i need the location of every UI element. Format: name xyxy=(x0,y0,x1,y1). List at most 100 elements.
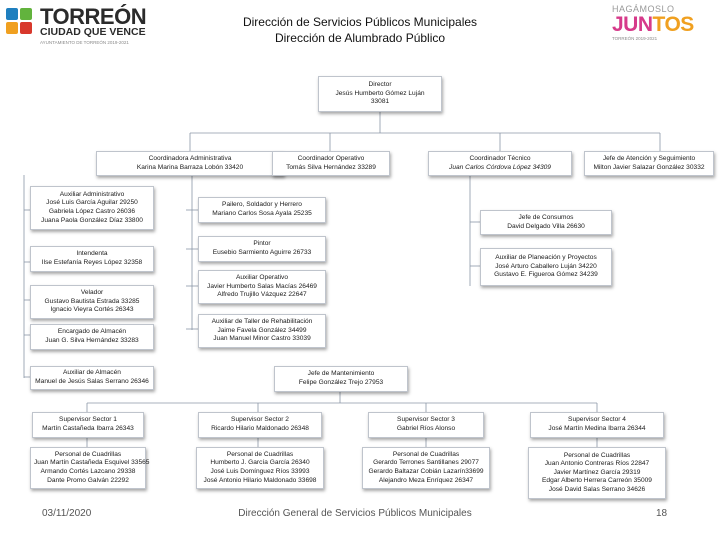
person-name: José Arturo Caballero Luján 34220 xyxy=(495,262,597,270)
torreon-logo-mark-icon xyxy=(6,8,36,38)
role-label: Auxiliar Operativo xyxy=(235,274,289,282)
cuadrillas-sector-4-box: Personal de Cuadrillas Juan Antonio Cont… xyxy=(528,447,666,499)
person-name: Felipe González Trejo 27953 xyxy=(298,379,384,386)
director-box: Director Jesús Humberto Gómez Luján 3308… xyxy=(318,76,442,112)
person-name: Ricardo Hilario Maldonado 26348 xyxy=(211,425,309,432)
role-label: Jefe de Consumos xyxy=(518,213,574,221)
person-name: Dante Promo Galván 22292 xyxy=(47,476,129,484)
person-name: Armando Cortés Lazcano 29338 xyxy=(40,468,136,475)
supervisor-sector-2-box: Supervisor Sector 2 Ricardo Hilario Mald… xyxy=(198,412,322,438)
role-label: Jefe de Atención y Seguimiento xyxy=(602,154,696,162)
role-label: Supervisor Sector 2 xyxy=(231,416,289,424)
person-name: José Luis García Aguilar 29250 xyxy=(46,199,138,207)
role-label: Coordinador Operativo xyxy=(297,154,365,162)
role-label: Personal de Cuadrillas xyxy=(392,450,460,458)
role-label: Personal de Cuadrillas xyxy=(226,450,294,458)
person-name: Gerardo Baltazar Cobián Lazarín33699 xyxy=(368,468,484,475)
person-name: Juan Carlos Córdova López 34309 xyxy=(449,163,551,171)
person-name: Mariano Carlos Sosa Ayala 25235 xyxy=(212,210,312,217)
juntos-logo-small-text: TORREÓN 2019-2021 xyxy=(612,36,658,41)
juntos-logo-main: JUNTOS xyxy=(612,13,695,36)
person-name: Humberto J. García García 26340 xyxy=(210,459,310,467)
role-label: Velador xyxy=(80,289,104,297)
person-name: Javier Martínez García 29319 xyxy=(553,468,641,476)
person-name: Edgar Alberto Herrera Carreón 35009 xyxy=(542,477,652,485)
cuadrillas-sector-1-box: Personal de Cuadrillas Juan Martín Casta… xyxy=(30,447,149,489)
person-name: José Luis Domínguez Ríos 33993 xyxy=(210,468,310,475)
aux-operativo-box: Auxiliar Operativo Javier Humberto Salas… xyxy=(198,270,326,304)
page-number: 18 xyxy=(656,508,668,519)
juntos-logo-main-a: JUN xyxy=(612,13,653,36)
page-title-line-2: Dirección de Alumbrado Público xyxy=(274,31,446,45)
role-label: Encargado de Almacén xyxy=(57,328,127,336)
coord-admin-box: Coordinadora Administrativa Karina Marin… xyxy=(96,151,284,176)
jefe-atencion-box: Jefe de Atención y Seguimiento Milton Ja… xyxy=(584,151,714,176)
torreon-logo-title: TORREÓN xyxy=(40,4,147,29)
person-name: Gustavo E. Figueroa Gómez 34239 xyxy=(494,271,598,279)
coord-tec-box: Coordinador Técnico Juan Carlos Córdova … xyxy=(428,151,572,176)
person-name: Alejandro Meza Enríquez 26347 xyxy=(378,476,474,484)
cuadrillas-sector-3-box: Personal de Cuadrillas Gerardo Terrones … xyxy=(362,447,490,489)
person-name: José David Salas Serrano 34626 xyxy=(548,485,646,493)
role-label: Jefe de Mantenimiento xyxy=(307,370,375,378)
footer-date: 03/11/2020 xyxy=(42,508,92,519)
cuadrillas-sector-2-box: Personal de Cuadrillas Humberto J. Garcí… xyxy=(196,447,324,489)
person-name: Javier Humberto Salas Macías 26469 xyxy=(207,282,317,290)
person-name: Juan Antonio Contreras Ríos 22847 xyxy=(544,460,650,468)
person-name: Gerardo Terrones Santillanes 29077 xyxy=(373,459,479,467)
role-label: Pintor xyxy=(253,240,271,248)
person-name: Juan Manuel Minor Castro 33039 xyxy=(213,335,311,343)
person-name: José Martín Medina Ibarra 26344 xyxy=(548,425,646,432)
torreon-logo: TORREÓN CIUDAD QUE VENCE AYUNTAMIENTO DE… xyxy=(6,6,156,50)
person-name: Jesús Humberto Gómez Luján xyxy=(335,89,425,97)
person-name: Martín Castañeda Ibarra 26343 xyxy=(42,425,134,432)
supervisor-sector-4-box: Supervisor Sector 4 José Martín Medina I… xyxy=(530,412,664,438)
pailero-box: Pailero, Soldador y Herrero Mariano Carl… xyxy=(198,197,326,223)
person-name: Milton Javier Salazar González 30332 xyxy=(593,163,705,171)
person-name: Jaime Favela González 34499 xyxy=(217,326,307,334)
person-name: José Antonio Hilario Maldonado 33698 xyxy=(203,476,317,484)
supervisor-sector-1-box: Supervisor Sector 1 Martín Castañeda Iba… xyxy=(32,412,144,438)
employee-number: 33081 xyxy=(370,98,390,106)
page-title: Dirección de Servicios Públicos Municipa… xyxy=(150,14,570,46)
jefe-mantenimiento-box: Jefe de Mantenimiento Felipe González Tr… xyxy=(274,366,408,392)
role-label: Auxiliar de Almacén xyxy=(63,369,121,377)
role-label: Auxiliar de Planeación y Proyectos xyxy=(495,254,597,262)
person-name: Alfredo Trujillo Vázquez 22647 xyxy=(217,291,307,299)
juntos-logo: HAGÁMOSLO JUNTOS TORREÓN 2019-2021 xyxy=(612,4,695,48)
role-label: Auxiliar de Taller de Rehabilitación xyxy=(211,318,313,326)
aux-taller-box: Auxiliar de Taller de Rehabilitación Jai… xyxy=(198,314,326,348)
role-label: Coordinador Técnico xyxy=(469,154,531,162)
person-name: Manuel de Jesús Salas Serrano 26346 xyxy=(35,378,149,385)
person-name: Gabriel Ríos Alonso xyxy=(396,425,456,432)
juntos-logo-main-b: TOS xyxy=(652,13,695,36)
person-name: David Delgado Villa 26630 xyxy=(507,222,585,230)
person-name: Eusebio Sarmiento Aguirre 26733 xyxy=(212,249,312,256)
aux-almacen-box: Auxiliar de Almacén Manuel de Jesús Sala… xyxy=(30,366,154,390)
role-label: Supervisor Sector 3 xyxy=(397,416,455,424)
role-label: Supervisor Sector 1 xyxy=(59,416,117,424)
footer-title: Dirección General de Servicios Públicos … xyxy=(238,508,472,519)
person-name: Gustavo Bautista Estrada 33285 xyxy=(44,297,140,305)
person-name: Gabriela López Castro 26036 xyxy=(48,208,136,215)
encargado-almacen-box: Encargado de Almacén Juan G. Silva Herná… xyxy=(30,324,154,350)
juntos-logo-top: HAGÁMOSLO xyxy=(612,4,675,14)
aux-planeacion-box: Auxiliar de Planeación y Proyectos José … xyxy=(480,248,612,286)
role-label: Personal de Cuadrillas xyxy=(54,450,122,458)
role-label: Auxiliar Administrativo xyxy=(59,190,125,198)
page-title-line-1: Dirección de Servicios Públicos Municipa… xyxy=(242,15,478,29)
person-name: Juan G. Silva Hernández 33283 xyxy=(45,337,139,344)
jefe-consumos-box: Jefe de Consumos David Delgado Villa 266… xyxy=(480,210,612,235)
person-name: Karina Marina Barraza Lobón 33420 xyxy=(136,163,244,171)
person-name: Ignacio Vieyra Cortés 26343 xyxy=(50,306,134,314)
aux-admin-box: Auxiliar Administrativo José Luis García… xyxy=(30,186,154,230)
pintor-box: Pintor Eusebio Sarmiento Aguirre 26733 xyxy=(198,236,326,262)
coord-oper-box: Coordinador Operativo Tomás Silva Hernán… xyxy=(272,151,390,176)
role-label: Pailero, Soldador y Herrero xyxy=(222,201,302,209)
person-name: Tomás Silva Hernández 33289 xyxy=(286,163,376,171)
velador-box: Velador Gustavo Bautista Estrada 33285 I… xyxy=(30,285,154,319)
role-label: Coordinadora Administrativa xyxy=(148,154,232,162)
role-label: Supervisor Sector 4 xyxy=(568,416,626,424)
role-label: Director xyxy=(368,81,392,89)
